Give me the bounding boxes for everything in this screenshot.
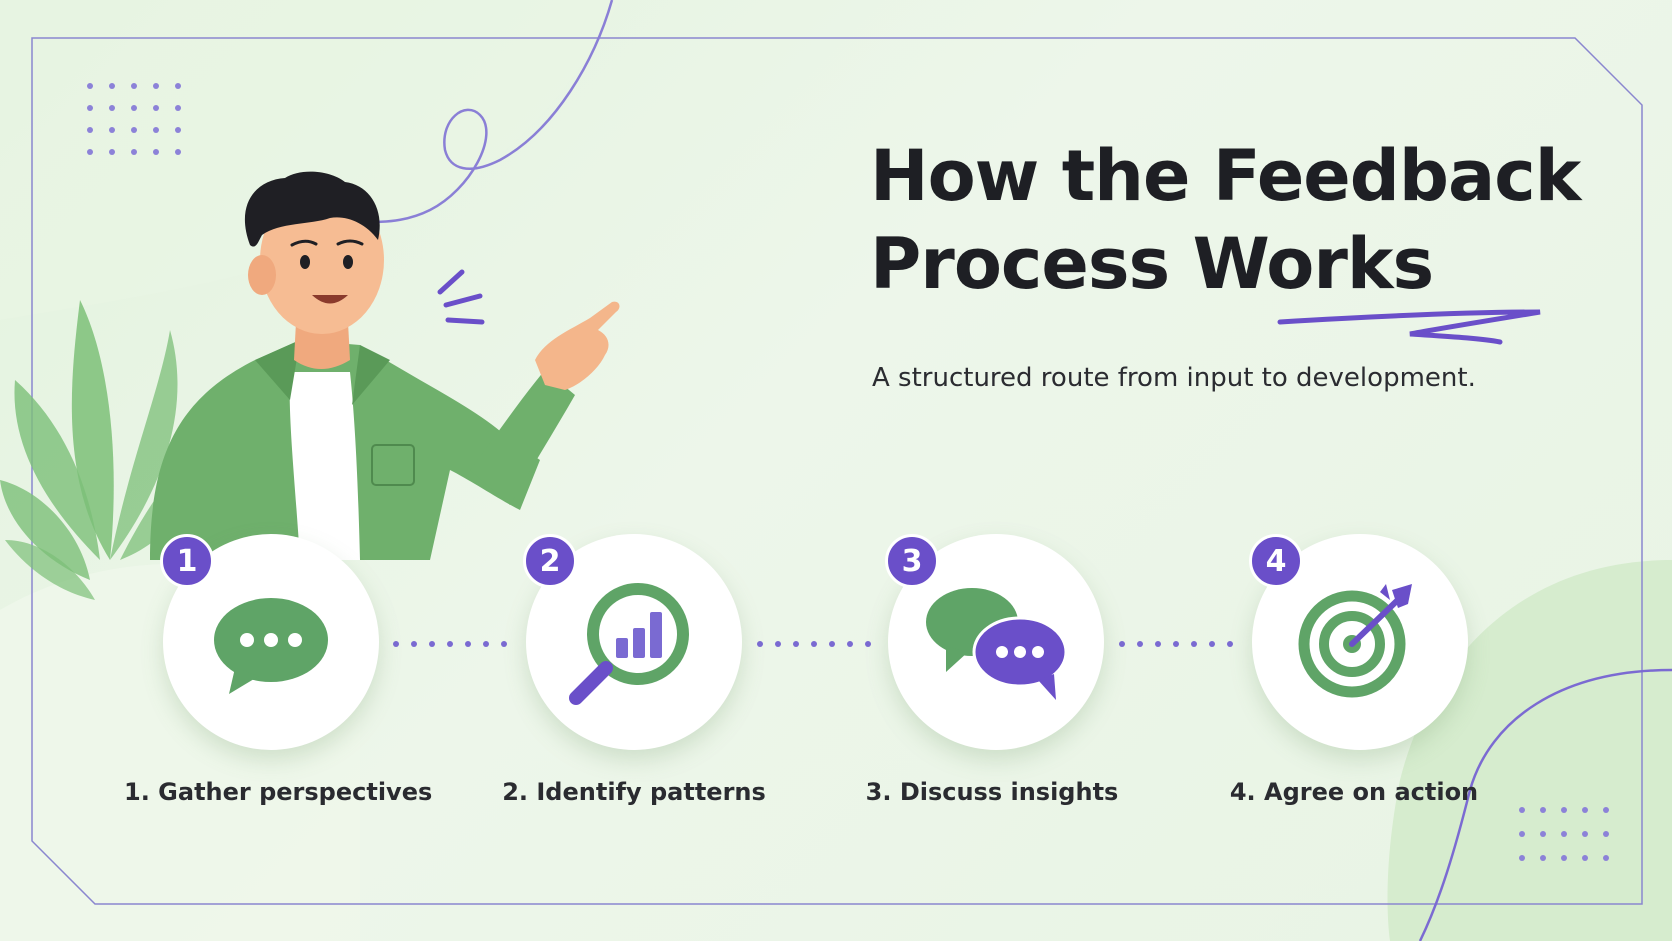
dot-grid-decoration — [1519, 807, 1609, 861]
step-connector — [1119, 641, 1233, 647]
step-1-label: 1. Gather perspectives — [124, 778, 433, 806]
title-line-2: Process Works — [870, 223, 1434, 305]
step-4-badge: 4 — [1249, 534, 1303, 588]
title-underline-scribble — [1277, 309, 1541, 345]
step-connector — [757, 641, 871, 647]
subtitle: A structured route from input to develop… — [872, 363, 1476, 393]
step-3-label: 3. Discuss insights — [865, 778, 1119, 806]
target-arrow-icon — [1298, 584, 1412, 698]
step-1-badge: 1 — [160, 534, 214, 588]
step-connector — [393, 641, 507, 647]
speech-bubble-icon — [214, 598, 328, 694]
conversation-bubbles-icon — [926, 588, 1068, 700]
dot-grid-decoration — [87, 83, 181, 155]
page-title: How the Feedback Process Works — [870, 132, 1581, 308]
step-4-label: 4. Agree on action — [1229, 778, 1479, 806]
decorative-curve — [371, 0, 614, 224]
step-3-badge: 3 — [885, 534, 939, 588]
step-2-badge: 2 — [523, 534, 577, 588]
title-line-1: How the Feedback — [870, 135, 1581, 217]
step-2-label: 2. Identify patterns — [502, 778, 766, 806]
magnifier-chart-icon — [569, 583, 689, 705]
